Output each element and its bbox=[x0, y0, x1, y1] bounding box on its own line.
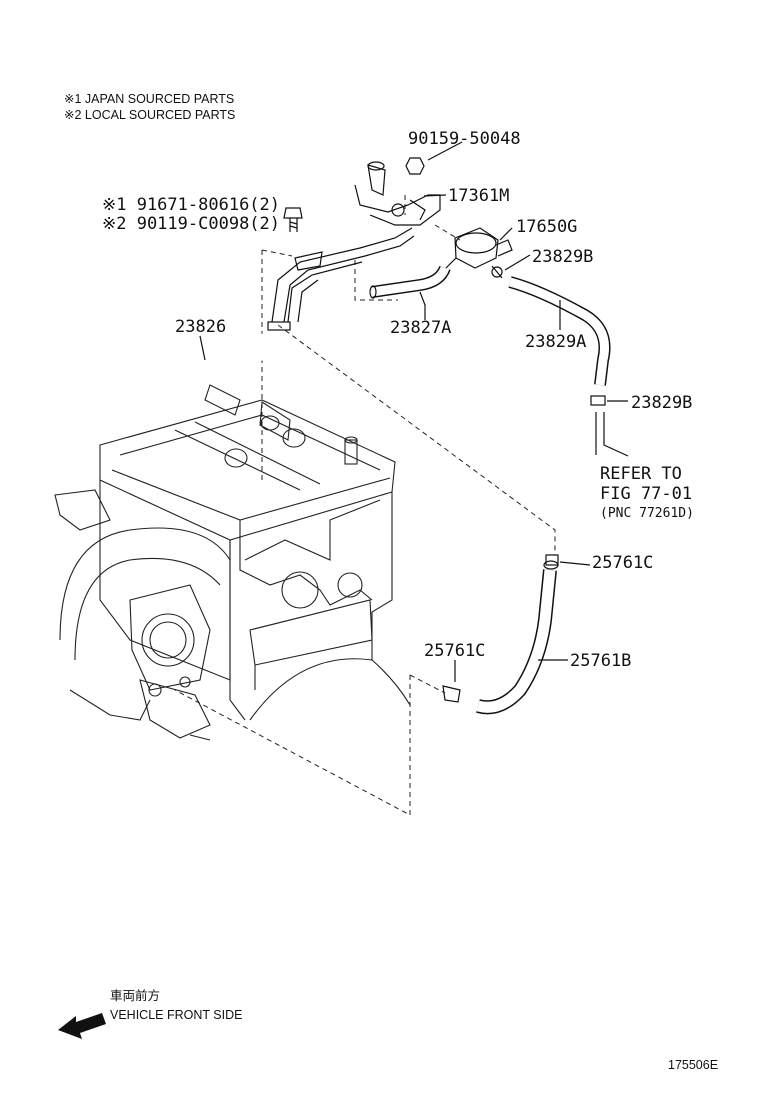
label-17361m: 17361M bbox=[448, 186, 509, 206]
clamp-25761c-right bbox=[545, 554, 559, 566]
label-23829b-mid: 23829B bbox=[631, 393, 692, 413]
note-local-sourced: ※2 LOCAL SOURCED PARTS bbox=[64, 108, 235, 122]
hose-23826 bbox=[146, 227, 415, 411]
refer-line-2: FIG 77-01 bbox=[600, 484, 692, 504]
refer-line-1: REFER TO bbox=[600, 464, 682, 484]
bracket-17361m bbox=[354, 157, 441, 226]
vsv-17650g bbox=[445, 227, 513, 269]
engine-block bbox=[54, 384, 411, 741]
clamp-25761c-left bbox=[442, 685, 461, 703]
figure-code: 175506E bbox=[668, 1058, 718, 1072]
refer-line-3: (PNC 77261D) bbox=[600, 506, 694, 521]
label-25761b: 25761B bbox=[570, 651, 631, 671]
label-23826: 23826 bbox=[175, 317, 226, 337]
bolt-91671-90119 bbox=[283, 207, 303, 232]
leader-lines bbox=[199, 141, 628, 682]
label-90159-50048: 90159-50048 bbox=[408, 129, 521, 149]
leader-dashed-lines bbox=[174, 195, 556, 816]
pipe-to-fig-77-01 bbox=[595, 412, 629, 457]
clamp-23829b-mid bbox=[590, 395, 606, 406]
label-23827a: 23827A bbox=[390, 318, 451, 338]
label-25761c-left: 25761C bbox=[424, 641, 485, 661]
label-25761c-right: 25761C bbox=[592, 553, 653, 573]
note-japan-sourced: ※1 JAPAN SOURCED PARTS bbox=[64, 92, 234, 106]
label-90119-c0098: ※2 90119-C0098(2) bbox=[102, 214, 280, 234]
vehicle-front-label: VEHICLE FRONT SIDE bbox=[110, 1008, 242, 1022]
clamp-23829b-top bbox=[491, 265, 503, 279]
vehicle-front-jp-label: 車両前方 bbox=[110, 988, 160, 1003]
label-91671-80616: ※1 91671-80616(2) bbox=[102, 195, 280, 215]
label-23829a: 23829A bbox=[525, 332, 586, 352]
label-17650g: 17650G bbox=[516, 217, 577, 237]
label-23829b-top: 23829B bbox=[532, 247, 593, 267]
vehicle-front-arrow-icon bbox=[58, 1013, 106, 1039]
